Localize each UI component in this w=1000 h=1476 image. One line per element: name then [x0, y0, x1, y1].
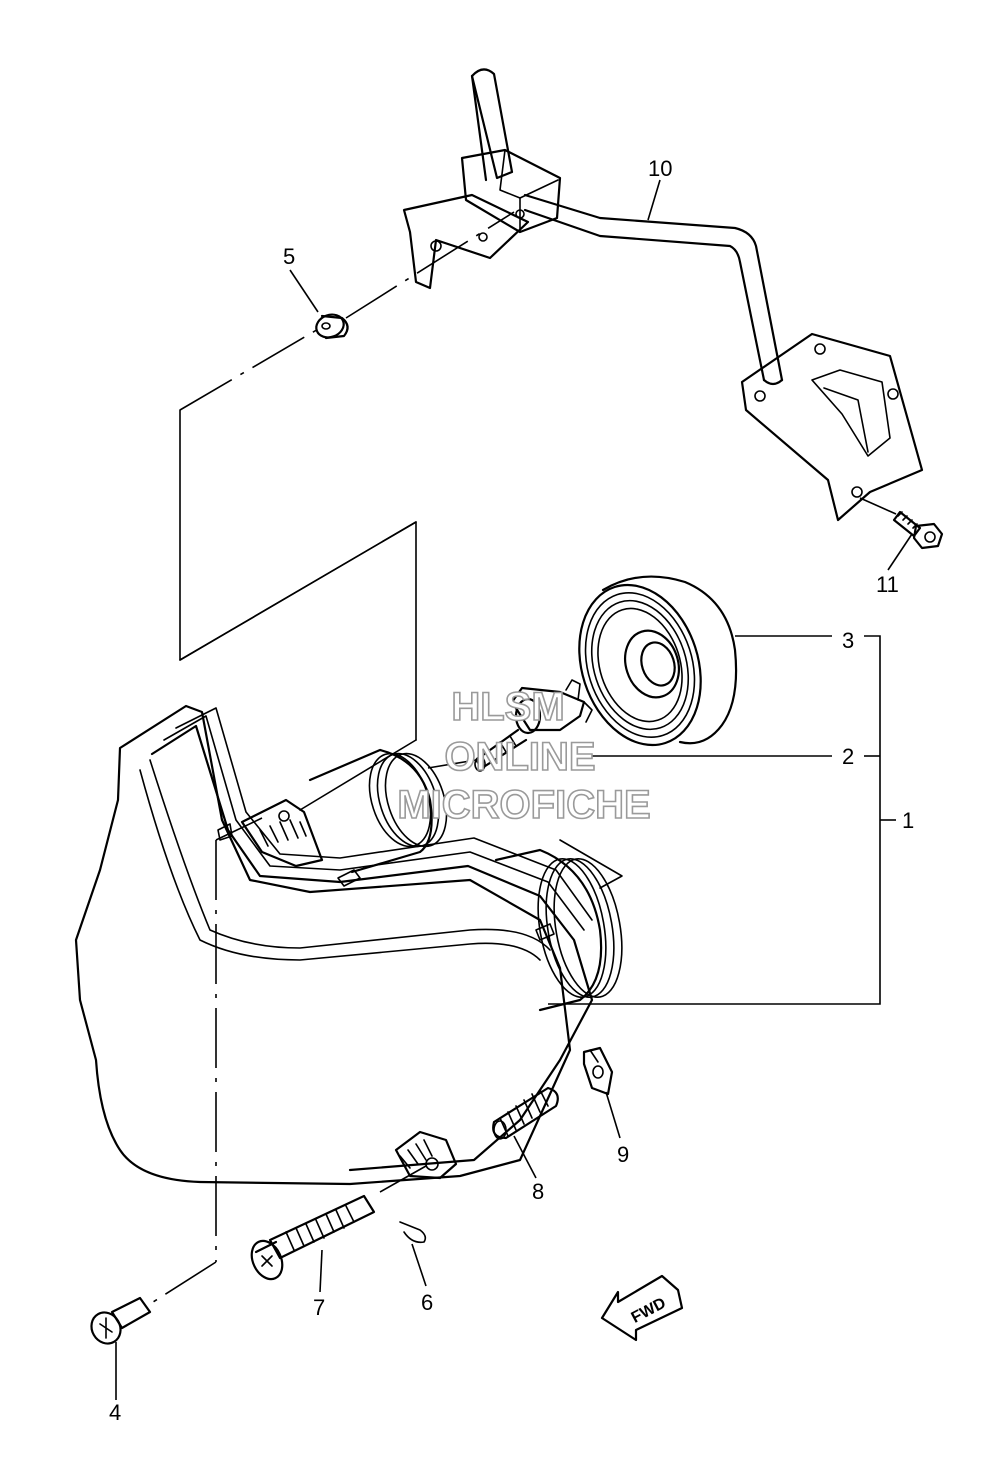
bulb-socket-part-2	[474, 679, 593, 772]
lens-cap-part-3	[578, 575, 738, 747]
clip-nut-part-9	[582, 1046, 614, 1096]
callout-1: 1	[902, 808, 914, 833]
callout-7: 7	[313, 1295, 325, 1320]
push-rivet-part-4	[90, 1296, 152, 1345]
callout-labels: 1 2 3 4 5 6 7 8 9 10 11	[109, 156, 914, 1425]
fwd-label: FWD	[629, 1295, 669, 1327]
callout-6: 6	[421, 1290, 433, 1315]
callout-2: 2	[842, 744, 854, 769]
adjuster-screw-part-7	[250, 1194, 376, 1281]
callout-8: 8	[532, 1179, 544, 1204]
callout-11: 11	[876, 572, 899, 597]
callout-3: 3	[842, 628, 854, 653]
spring-part-8	[492, 1086, 559, 1140]
callout-9: 9	[617, 1142, 629, 1167]
callout-10: 10	[648, 156, 672, 181]
leader-lines	[115, 179, 913, 1400]
headlight-housing-part-1	[74, 409, 623, 1186]
watermark-line-1: HLSM	[451, 685, 564, 729]
bolt-part-11	[892, 510, 944, 550]
callout-5: 5	[283, 244, 295, 269]
fwd-arrow-icon: FWD	[600, 1274, 684, 1342]
cotter-pin-part-6	[399, 1221, 427, 1244]
watermark-line-2: ONLINE	[444, 735, 595, 779]
callout-4: 4	[109, 1400, 121, 1425]
watermark-line-3: MICROFICHE	[397, 783, 650, 827]
handle-bracket-part-10	[402, 68, 924, 522]
watermark: HLSM ONLINE MICROFICHE	[397, 684, 652, 828]
washer-part-5	[315, 313, 349, 340]
